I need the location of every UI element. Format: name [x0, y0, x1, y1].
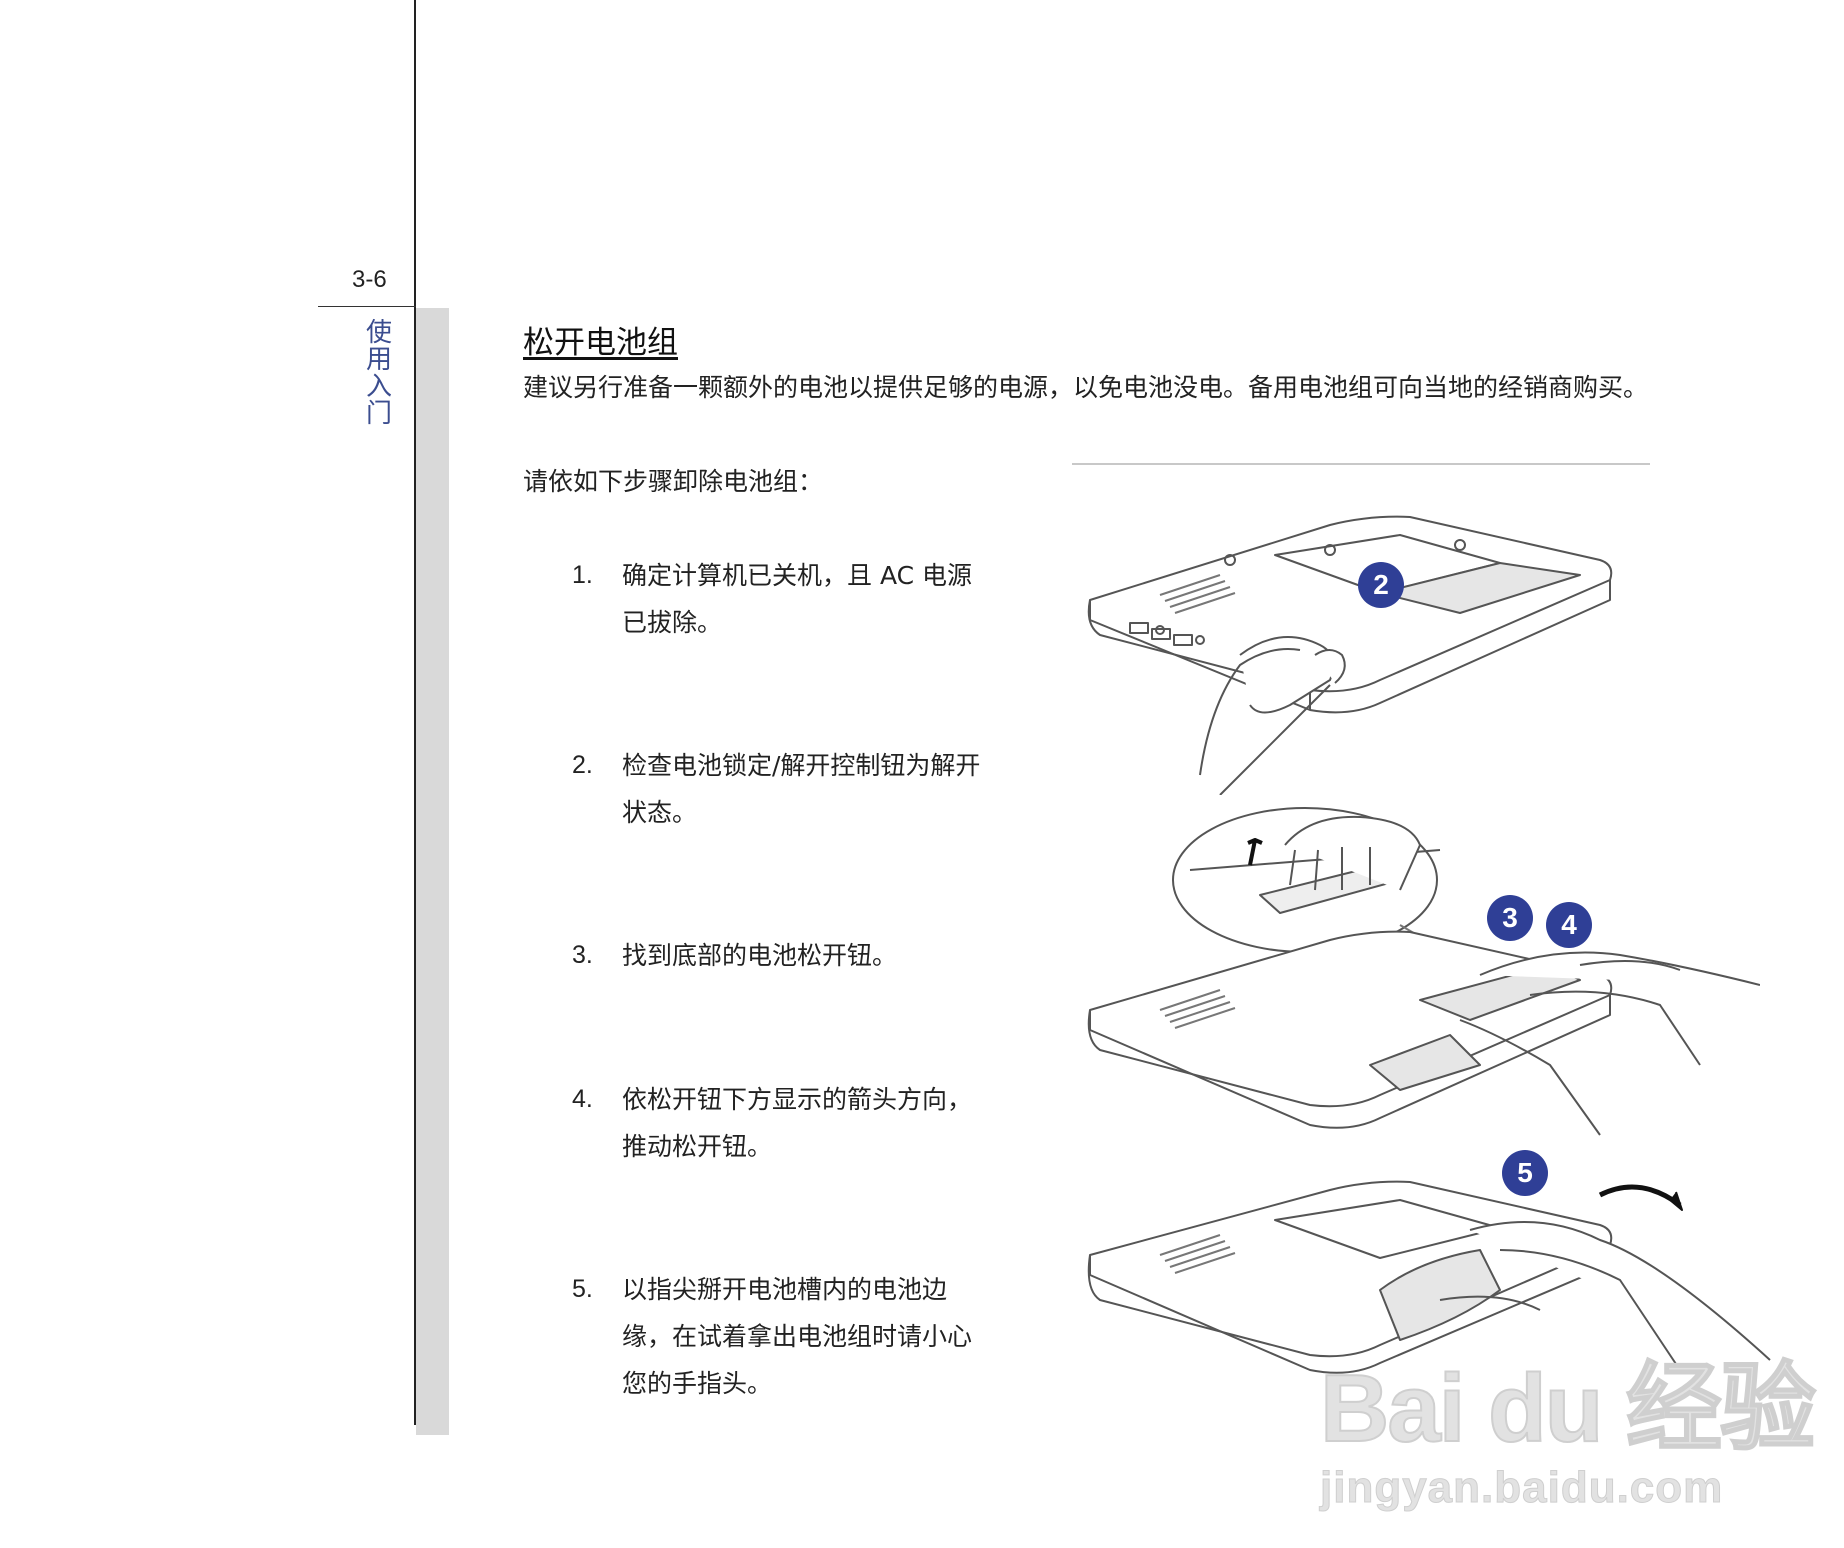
chapter-char: 门 [365, 399, 392, 429]
step-number: 2. [572, 751, 593, 779]
step-badge: 3 [1487, 895, 1533, 941]
step-number: 1. [572, 561, 593, 589]
intro-paragraph: 建议另行准备一颗额外的电池以提供足够的电源，以免电池没电。备用电池组可向当地的经… [523, 373, 1649, 402]
watermark-brand: Bai du 经验 [1319, 1354, 1817, 1463]
figure-remove-battery [1087, 1180, 1771, 1374]
step-badge: 4 [1546, 902, 1592, 948]
figure-lock-switch [1087, 515, 1613, 795]
page-number: 3-6 [352, 266, 387, 293]
step-number: 3. [572, 941, 593, 969]
step-text: 找到底部的电池松开钮。 [622, 941, 898, 970]
step-item: 5. 以指尖掰开电池槽内的电池边缘，在试着拿出电池组时请小心您的手指头。 [572, 1266, 992, 1407]
step-text: 检查电池锁定/解开控制钮为解开状态。 [622, 751, 981, 827]
step-badge: 2 [1358, 562, 1404, 608]
step-text: 确定计算机已关机，且 AC 电源已拔除。 [622, 561, 973, 637]
step-number: 4. [572, 1085, 593, 1113]
chapter-char: 用 [365, 345, 392, 375]
step-item: 2. 检查电池锁定/解开控制钮为解开状态。 [572, 742, 992, 836]
figure-release-button [1087, 807, 1760, 1136]
section-title: 松开电池组 [523, 325, 678, 361]
step-text: 以指尖掰开电池槽内的电池边缘，在试着拿出电池组时请小心您的手指头。 [622, 1275, 973, 1398]
steps-lead: 请依如下步骤卸除电池组： [523, 467, 824, 496]
step-item: 4. 依松开钮下方显示的箭头方向，推动松开钮。 [572, 1076, 992, 1170]
chapter-strip [416, 308, 449, 1435]
chapter-char: 使 [365, 318, 392, 348]
step-number: 5. [572, 1275, 593, 1303]
margin-rule [414, 0, 416, 1425]
step-item: 1. 确定计算机已关机，且 AC 电源已拔除。 [572, 552, 992, 646]
watermark: Bai du 经验 jingyan.baidu.com [1319, 1330, 1817, 1513]
figure-top-rule [1072, 463, 1650, 465]
step-item: 3. 找到底部的电池松开钮。 [572, 932, 992, 979]
chapter-char: 入 [365, 372, 392, 402]
watermark-url: jingyan.baidu.com [1319, 1463, 1724, 1513]
page-number-rule [318, 306, 416, 307]
step-text: 依松开钮下方显示的箭头方向，推动松开钮。 [622, 1085, 973, 1161]
step-badge: 5 [1502, 1150, 1548, 1196]
chapter-label: 使 用 入 门 [364, 320, 394, 428]
